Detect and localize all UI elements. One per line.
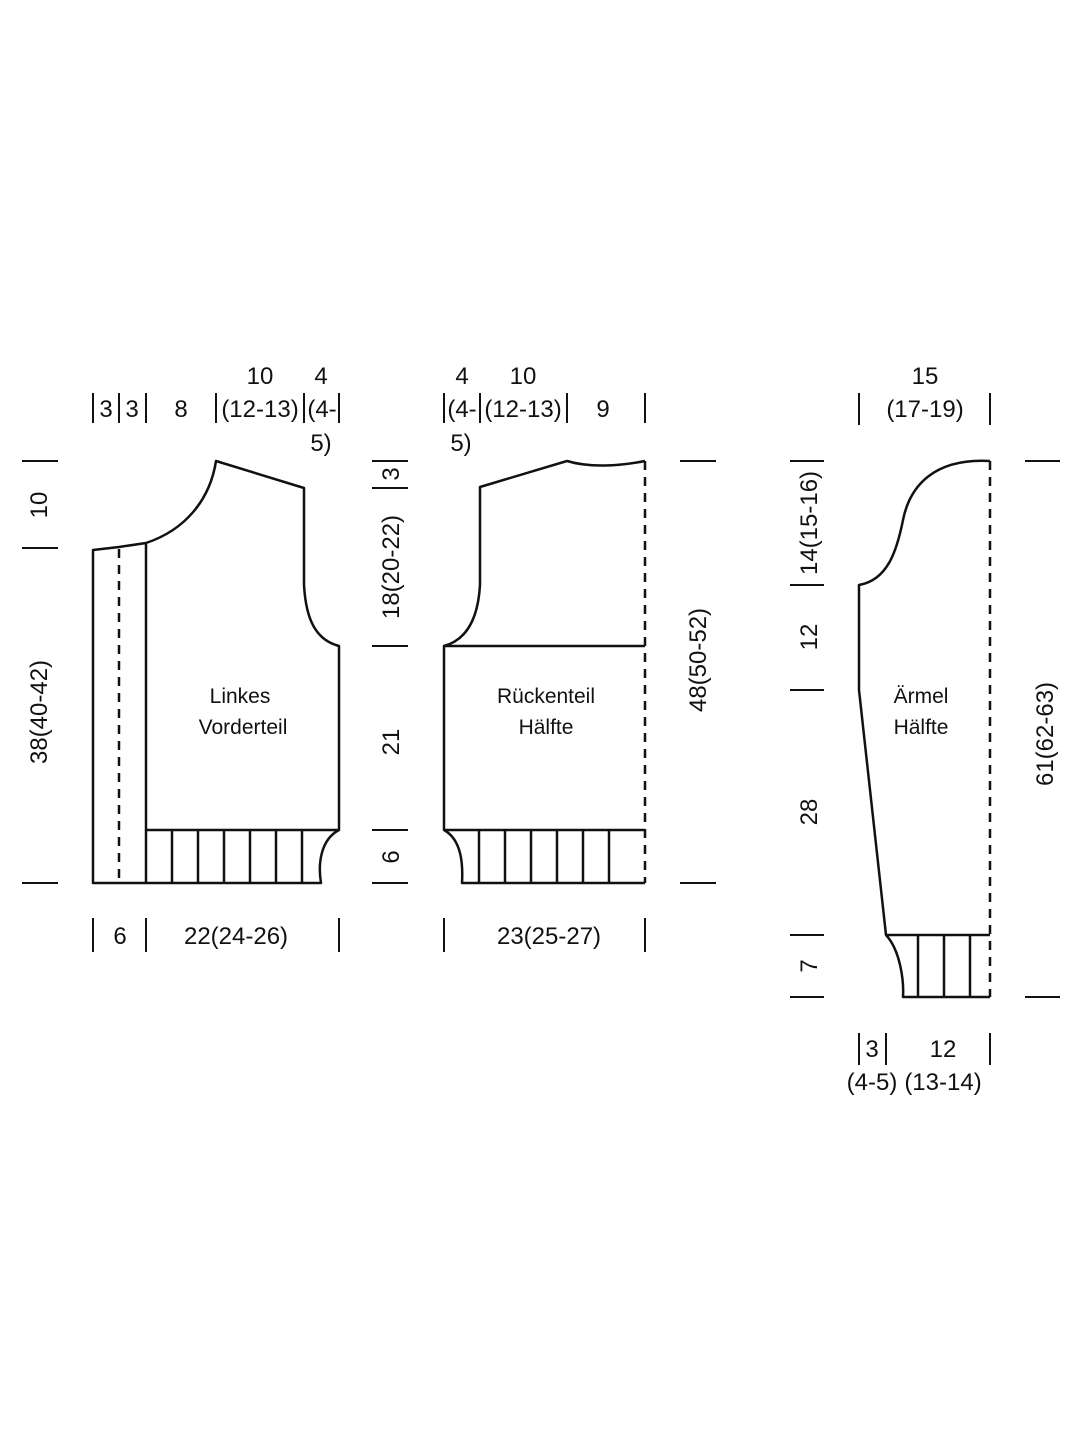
back-dim-shoulder-c: 5) <box>450 430 471 457</box>
back-dim-rib: 6 <box>378 850 405 863</box>
front-name-line2: Vorderteil <box>199 716 288 739</box>
front-dim-armhole-b: (4- <box>307 396 336 423</box>
sleeve-dim-bottom-a2: (4-5) <box>847 1069 898 1096</box>
sleeve-dim-length: 61(62-63) <box>1032 682 1059 786</box>
back-dim-body: 21 <box>378 729 405 756</box>
front-left-dimensions: 10 38(40-42) <box>22 460 58 884</box>
sleeve-piece: Ärmel Hälfte <box>857 459 992 999</box>
back-top-dimensions: 4 (4- 5) 10 (12-13) 9 <box>443 363 646 457</box>
sleeve-dim-lower: 28 <box>796 799 823 826</box>
front-dim-armhole-c: 5) <box>310 430 331 457</box>
sleeve-left-dimensions: 14(15-16) 12 28 7 <box>790 460 824 998</box>
front-top-dimensions: 3 3 8 10 (12-13) 4 (4- 5) <box>92 363 340 457</box>
front-rib-lines <box>170 830 304 883</box>
back-name-line1: Rückenteil <box>497 685 595 708</box>
back-dim-half-neck: 9 <box>596 396 609 423</box>
sleeve-name-line1: Ärmel <box>894 685 949 708</box>
sleeve-name-line2: Hälfte <box>894 716 949 739</box>
back-dim-neck-a: 10 <box>510 363 537 390</box>
front-bottom-dimensions: 6 22(24-26) <box>92 918 340 952</box>
back-outline <box>442 459 646 885</box>
front-piece: Linkes Vorderteil <box>91 459 341 885</box>
back-dim-shoulder-b: (4- <box>447 396 476 423</box>
sleeve-right-dimensions: 61(62-63) <box>1025 460 1060 998</box>
front-dim-length: 38(40-42) <box>26 660 53 764</box>
back-dim-width: 23(25-27) <box>497 923 601 950</box>
back-dim-neck-depth: 3 <box>378 467 405 480</box>
back-dim-shoulder-a: 4 <box>455 363 468 390</box>
back-dim-neck-b: (12-13) <box>484 396 561 423</box>
sleeve-outline <box>857 459 991 999</box>
back-right-dimensions: 48(50-52) <box>680 460 716 884</box>
sleeve-dim-bottom-b1: 12 <box>930 1036 957 1063</box>
sleeve-dim-top-a: 15 <box>912 363 939 390</box>
front-dim-band-width: 6 <box>113 923 126 950</box>
front-name-line1: Linkes <box>210 685 271 708</box>
back-dim-length: 48(50-52) <box>685 608 712 712</box>
sleeve-dim-top-b: (17-19) <box>886 396 963 423</box>
sleeve-dim-bottom-b2: (13-14) <box>904 1069 981 1096</box>
front-dim-shoulder-a: 10 <box>247 363 274 390</box>
back-bottom-dimensions: 23(25-27) <box>443 918 646 952</box>
back-dim-armhole: 18(20-22) <box>378 515 405 619</box>
front-dim-neck-side: 8 <box>174 396 187 423</box>
front-dim-armhole-a: 4 <box>314 363 327 390</box>
sleeve-dim-cuff: 7 <box>796 959 823 972</box>
front-dim-neck-depth: 10 <box>26 492 53 519</box>
back-piece: Rückenteil Hälfte <box>442 459 647 885</box>
front-dim-shoulder-b: (12-13) <box>221 396 298 423</box>
back-name-line2: Hälfte <box>519 716 574 739</box>
front-outline <box>91 459 341 885</box>
sleeve-dim-cap: 14(15-16) <box>796 471 823 575</box>
sleeve-top-dimensions: 15 (17-19) <box>858 363 991 425</box>
front-dim-band-a: 3 <box>99 396 112 423</box>
front-dim-width: 22(24-26) <box>184 923 288 950</box>
sleeve-rib-lines <box>916 935 972 997</box>
back-rib-lines <box>477 830 611 883</box>
back-middle-dimensions: 3 18(20-22) 21 6 <box>372 460 408 884</box>
front-dim-band-b: 3 <box>125 396 138 423</box>
sleeve-dim-bottom-a1: 3 <box>865 1036 878 1063</box>
sleeve-dim-upper: 12 <box>796 624 823 651</box>
sleeve-bottom-dimensions: 3 (4-5) 12 (13-14) <box>847 1033 991 1096</box>
